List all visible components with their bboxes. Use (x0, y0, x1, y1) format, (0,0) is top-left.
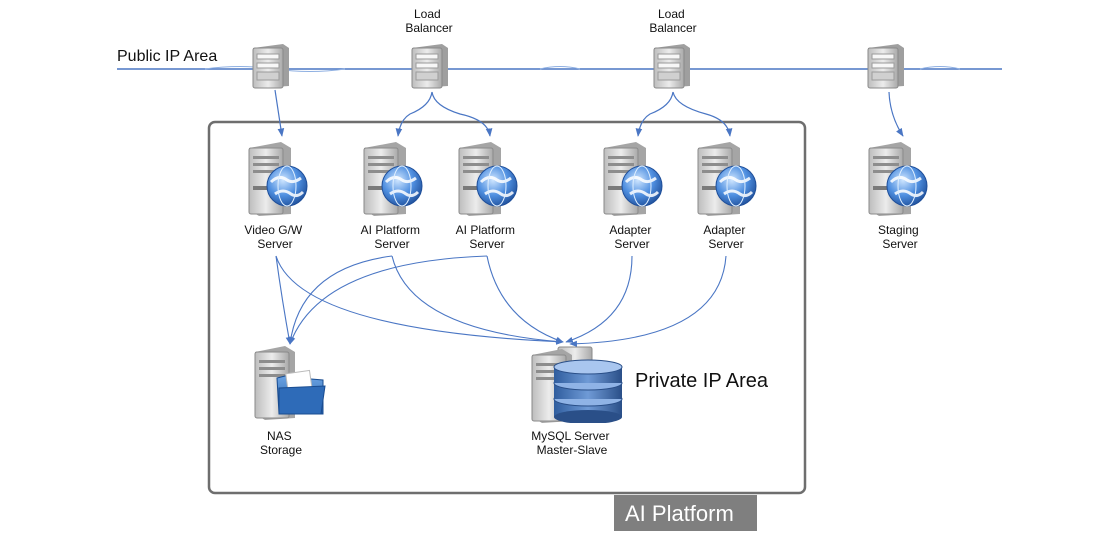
ai-platform-tag-label: AI Platform (625, 501, 734, 526)
adapter-server-2-label: Adapter Server (703, 223, 748, 251)
staging-server-icon (867, 140, 929, 218)
load-balancer-1-icon (411, 43, 449, 89)
mysql-server-label: MySQL Server Master-Slave (531, 429, 613, 457)
public-ip-area-label: Public IP Area (117, 48, 217, 65)
staging-server-label: Staging Server (878, 223, 922, 251)
staging-router-icon (867, 43, 905, 89)
private-area-frame (207, 120, 807, 495)
internal-connections (275, 255, 727, 347)
video-gw-server-label: Video G/W Server (244, 223, 305, 251)
load-balancer-2-icon (653, 43, 691, 89)
nas-storage-icon (254, 345, 326, 420)
video-gw-server-icon (247, 140, 309, 218)
ai-platform-server-2-label: AI Platform Server (456, 223, 519, 251)
mysql-server-icon (531, 346, 623, 423)
adapter-server-2-icon (696, 140, 758, 218)
ai-platform-tag (614, 495, 757, 531)
top-arrows (274, 89, 904, 137)
load-balancer-1-label: Load Balancer (405, 7, 452, 35)
ai-platform-server-1-label: AI Platform Server (361, 223, 424, 251)
load-balancer-2-label: Load Balancer (649, 7, 696, 35)
adapter-server-1-icon (602, 140, 664, 218)
ai-platform-server-2-icon (457, 140, 519, 218)
gateway-router-icon (252, 43, 290, 89)
nas-storage-label: NAS Storage (260, 429, 302, 457)
ai-platform-server-1-icon (362, 140, 424, 218)
adapter-server-1-label: Adapter Server (609, 223, 654, 251)
private-ip-area-label: Private IP Area (635, 370, 769, 392)
